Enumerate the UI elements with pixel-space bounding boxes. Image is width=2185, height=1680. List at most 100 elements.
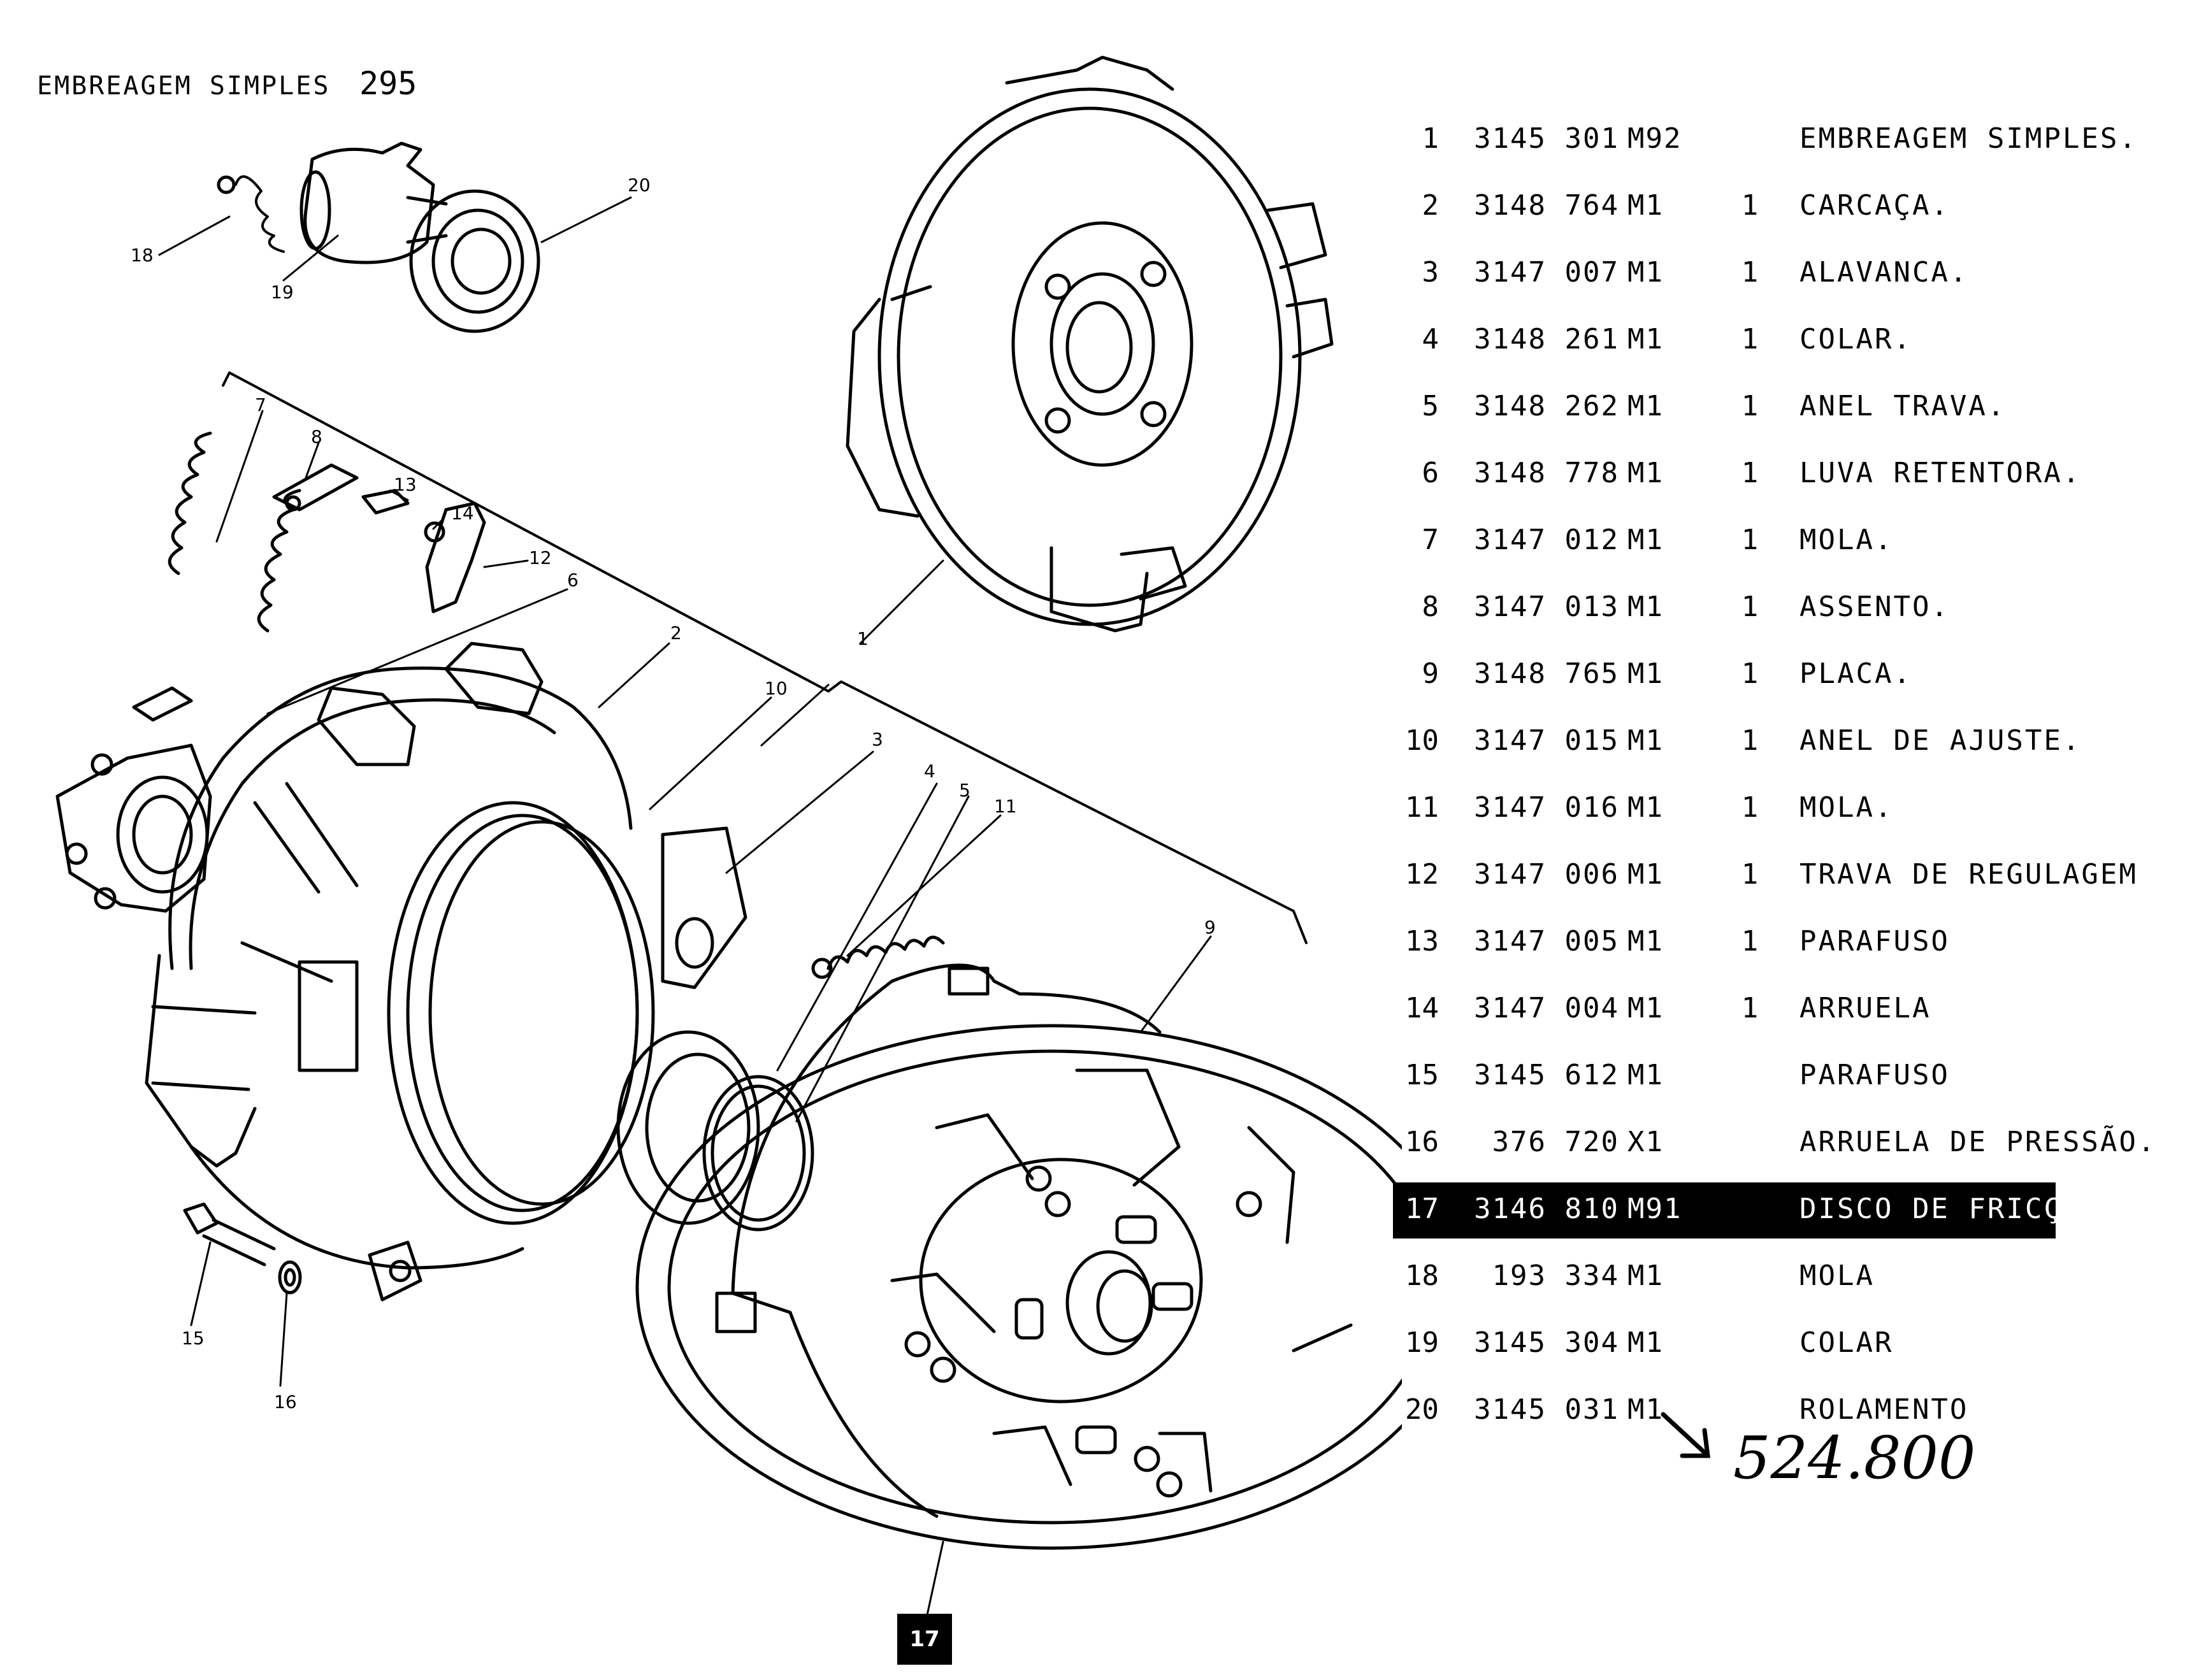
quantity: 1 — [1741, 724, 1759, 757]
item-number: 18 — [1405, 1260, 1439, 1292]
part-number: 193 334 — [1492, 1260, 1619, 1292]
page-number: 295 — [359, 65, 417, 102]
adjusting-ring — [387, 801, 747, 1225]
part-suffix: M1 — [1627, 724, 1664, 757]
description: ARRUELA — [1799, 992, 1931, 1024]
page-title: EMBREAGEM SIMPLES — [37, 71, 331, 101]
part-suffix: M1 — [1627, 591, 1664, 623]
description: EMBREAGEM SIMPLES. — [1799, 122, 2138, 155]
part-number: 3148 261 — [1474, 323, 1619, 355]
quantity: 1 — [1741, 524, 1759, 556]
item-number: 1 — [1422, 122, 1439, 155]
part-suffix: M1 — [1627, 925, 1664, 958]
part-suffix: M1 — [1627, 390, 1664, 422]
quantity: 1 — [1741, 390, 1759, 422]
leader-lines — [158, 196, 1212, 1616]
small-parts-group — [132, 431, 486, 722]
callout-4: 4 — [924, 761, 935, 782]
item-number: 13 — [1405, 925, 1439, 958]
callout-2: 2 — [670, 622, 682, 643]
callout-13: 13 — [394, 474, 417, 495]
callout-20: 20 — [628, 175, 651, 196]
item-number: 5 — [1422, 390, 1439, 422]
quantity: 1 — [1741, 791, 1759, 824]
part-suffix: M1 — [1627, 1393, 1664, 1426]
description: ARRUELA DE PRESSÃO. — [1799, 1126, 2157, 1158]
part-number: 3147 004 — [1474, 992, 1619, 1024]
quantity: 1 — [1741, 323, 1759, 355]
friction-disc — [635, 1024, 1402, 1550]
item-number: 16 — [1405, 1126, 1439, 1158]
quantity: 1 — [1741, 858, 1759, 891]
item-number: 6 — [1422, 457, 1439, 489]
part-suffix: M1 — [1627, 524, 1664, 556]
item-number: 8 — [1422, 591, 1439, 623]
item-number: 2 — [1422, 189, 1439, 222]
callout-12: 12 — [529, 547, 552, 568]
part-suffix: M1 — [1627, 992, 1664, 1024]
quantity: 1 — [1741, 657, 1759, 690]
description: PLACA. — [1799, 657, 1912, 690]
callout-3: 3 — [872, 729, 883, 750]
description: COLAR. — [1799, 323, 1912, 355]
part-suffix: M1 — [1627, 256, 1664, 289]
part-number: 3148 765 — [1474, 657, 1619, 690]
quantity: 1 — [1741, 591, 1759, 623]
handwritten-value: 524.800 — [1733, 1424, 1975, 1492]
part-suffix: M91 — [1627, 1193, 1682, 1225]
callout-1: 1 — [857, 628, 869, 649]
part-number: 3147 006 — [1474, 858, 1619, 891]
arrow-icon — [1661, 1412, 1710, 1458]
description: ASSENTO. — [1799, 591, 1950, 623]
callout-18: 18 — [131, 245, 154, 266]
part-suffix: M1 — [1627, 323, 1664, 355]
description: MOLA. — [1799, 524, 1894, 556]
description: PARAFUSO — [1799, 1059, 1950, 1091]
part-suffix: M1 — [1627, 1260, 1664, 1292]
release-bearing-assembly — [217, 141, 540, 333]
description: PARAFUSO — [1799, 925, 1950, 958]
pressure-plate — [715, 963, 1162, 1518]
part-suffix: M1 — [1627, 858, 1664, 891]
item-number: 14 — [1405, 992, 1439, 1024]
page-header: EMBREAGEM SIMPLES 295 — [37, 65, 417, 110]
callout-19: 19 — [271, 282, 294, 303]
part-number: 3148 262 — [1474, 390, 1619, 422]
part-number: 3148 764 — [1474, 189, 1619, 222]
callout-7: 7 — [255, 394, 266, 415]
item-number: 9 — [1422, 657, 1439, 690]
part-number: 3147 012 — [1474, 524, 1619, 556]
part-suffix: M1 — [1627, 791, 1664, 824]
part-suffix: M1 — [1627, 1326, 1664, 1359]
description: CARCAÇA. — [1799, 189, 1950, 222]
quantity: 1 — [1741, 992, 1759, 1024]
collar-and-snap-ring — [616, 1030, 814, 1231]
item-number: 4 — [1422, 323, 1439, 355]
callout-6: 6 — [567, 570, 579, 591]
release-sleeve — [55, 743, 212, 913]
part-number: 3146 810 — [1474, 1193, 1619, 1225]
description: ROLAMENTO — [1799, 1393, 1969, 1426]
part-suffix: M1 — [1627, 1059, 1664, 1091]
screw-and-washer — [183, 1202, 302, 1295]
item-number: 12 — [1405, 858, 1439, 891]
part-suffix: M1 — [1627, 189, 1664, 222]
part-suffix: X1 — [1627, 1126, 1664, 1158]
callout-8: 8 — [311, 426, 322, 447]
